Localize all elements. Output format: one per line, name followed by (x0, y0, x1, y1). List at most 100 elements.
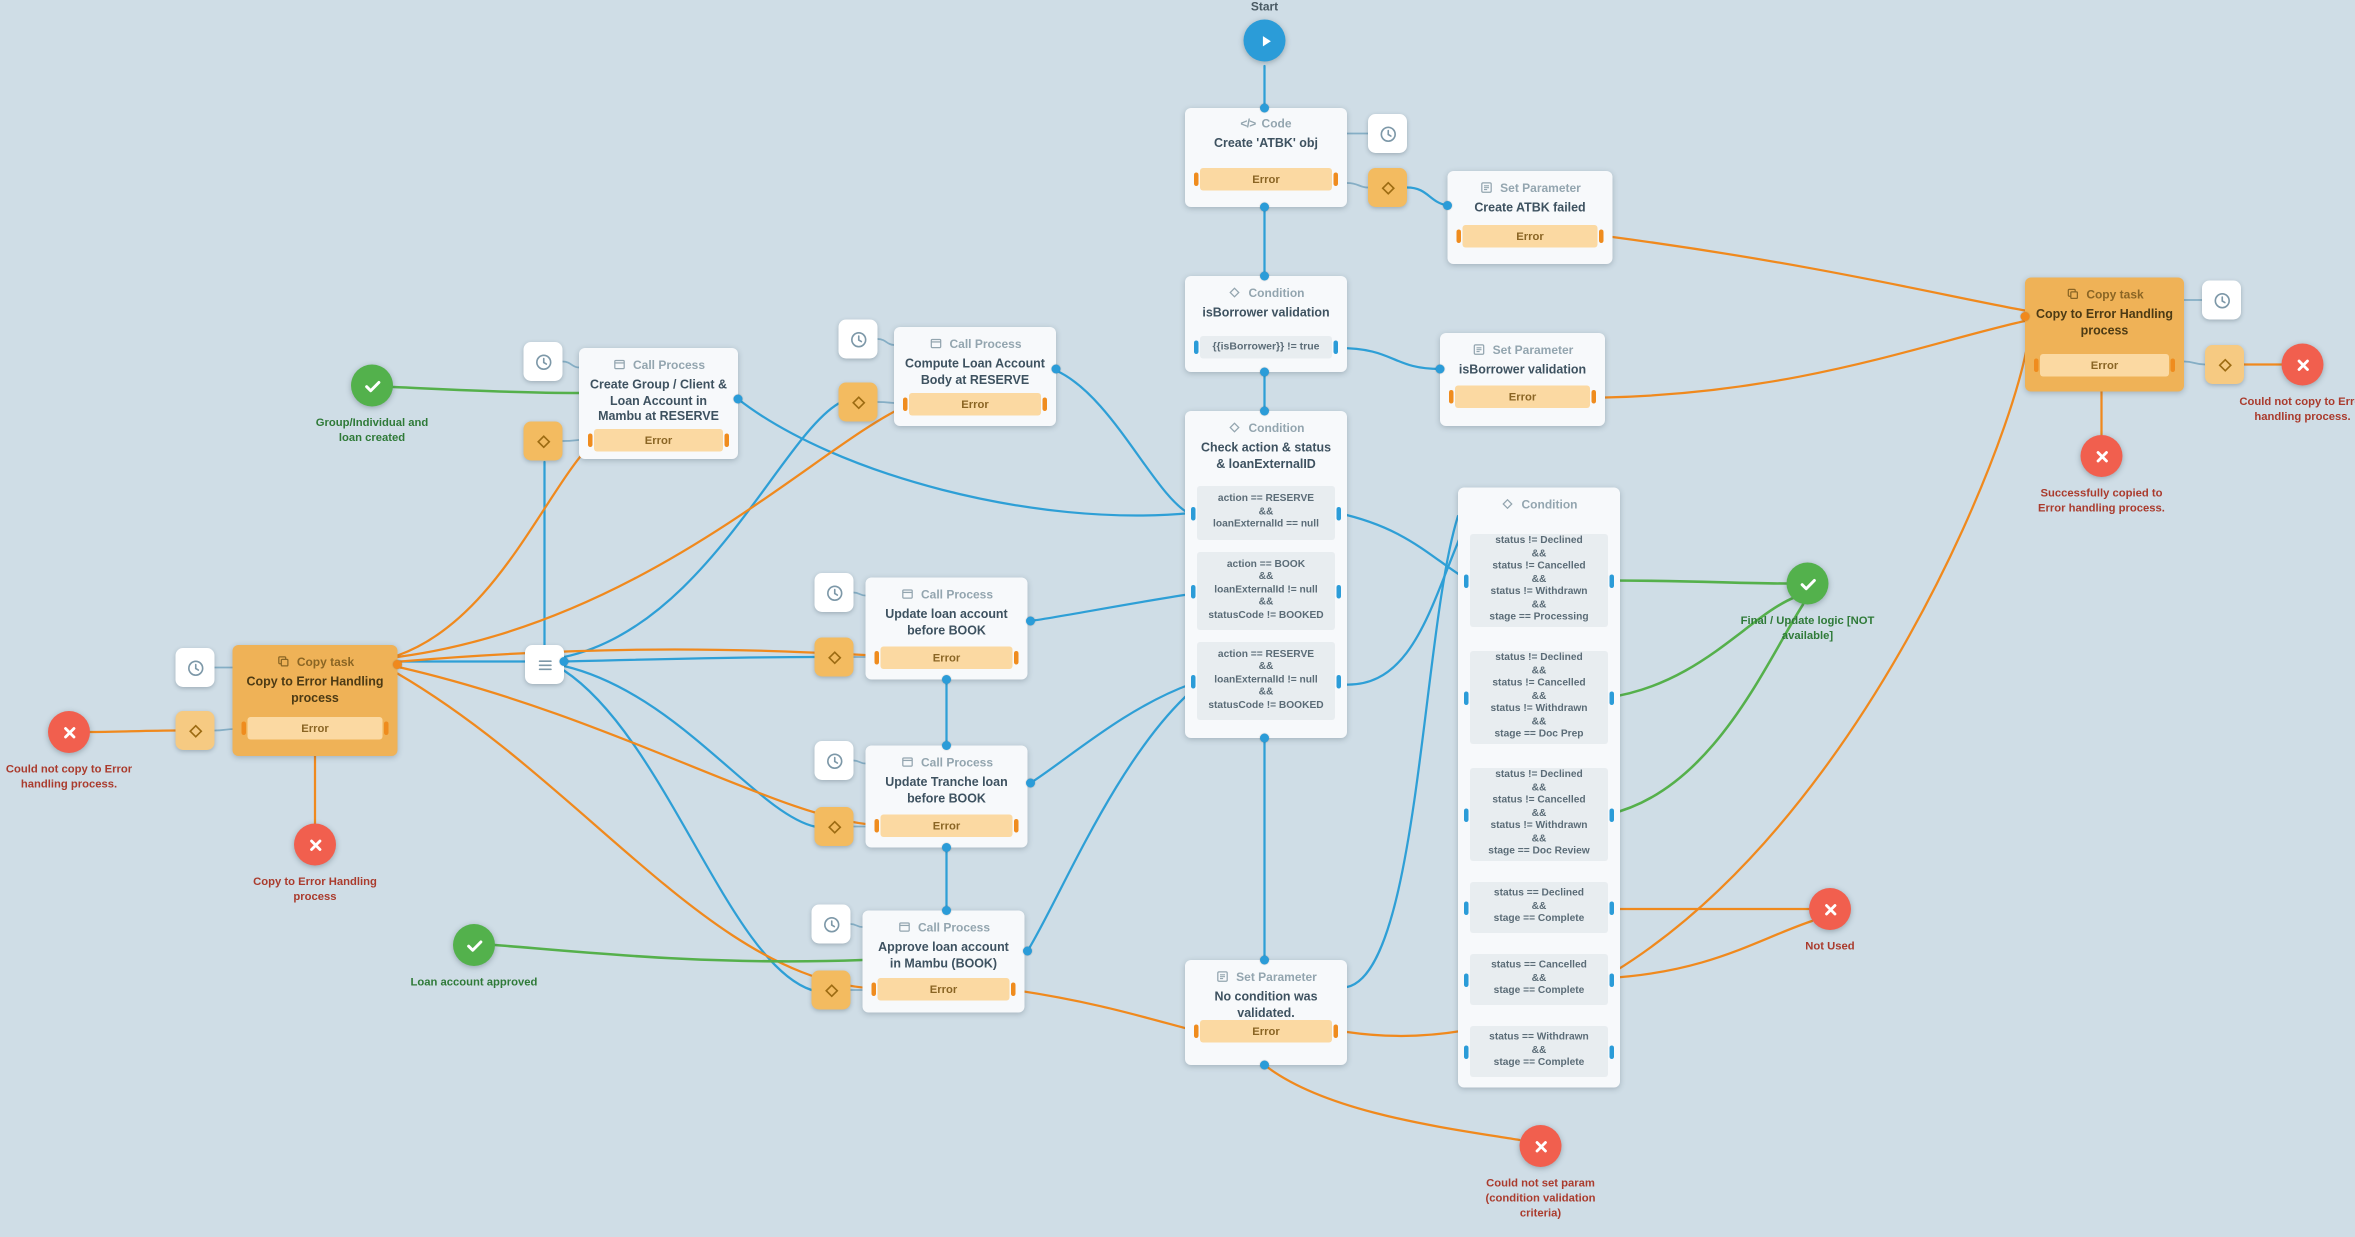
error-handler-node[interactable] (175, 711, 215, 750)
port[interactable] (1260, 955, 1269, 965)
port[interactable] (1260, 271, 1269, 281)
set-parameter-icon (1473, 344, 1485, 355)
error-handler-node[interactable] (811, 970, 851, 1010)
failure-icon[interactable] (2281, 343, 2324, 386)
condition-rule[interactable]: action == BOOK && loanExternalId != null… (1191, 552, 1341, 630)
condition-rule[interactable]: status == Declined && stage == Complete (1464, 882, 1614, 933)
condition-rule[interactable]: action == RESERVE && loanExternalId != n… (1191, 642, 1341, 720)
port[interactable] (1260, 406, 1269, 416)
condition-rule[interactable]: status != Declined && status != Cancelle… (1464, 651, 1614, 744)
timeout-node[interactable] (2202, 280, 2241, 320)
error-branch[interactable]: Error (588, 429, 729, 452)
timeout-node[interactable] (1368, 114, 1407, 153)
timeout-node[interactable] (523, 342, 563, 381)
node-copy-task-left[interactable]: Copy task Copy to Error Handling process… (232, 645, 398, 756)
terminal-label: Not Used (1805, 939, 1855, 953)
error-branch[interactable]: Error (903, 393, 1047, 416)
port[interactable] (942, 675, 951, 684)
error-handler-node[interactable] (1368, 168, 1407, 207)
success-icon[interactable] (351, 364, 393, 407)
error-handler-node[interactable] (523, 421, 563, 461)
port[interactable] (1260, 103, 1269, 113)
error-branch[interactable]: Error (1194, 168, 1338, 191)
node-call-update-tranche[interactable]: Call Process Update Tranche loan before … (865, 745, 1028, 848)
node-set-parameter-no-condition[interactable]: Set Parameter No condition was validated… (1185, 960, 1347, 1065)
failure-icon[interactable] (2080, 435, 2123, 477)
condition-rule[interactable]: action == RESERVE && loanExternalId == n… (1191, 486, 1341, 540)
port[interactable] (1260, 202, 1269, 212)
port[interactable] (1026, 616, 1035, 626)
error-branch[interactable]: Error (874, 646, 1019, 669)
error-handler-node[interactable] (814, 637, 854, 677)
node-call-create-group[interactable]: Call Process Create Group / Client & Loa… (579, 348, 738, 459)
node-call-compute-body[interactable]: Call Process Compute Loan Account Body a… (894, 327, 1056, 426)
port[interactable] (942, 843, 951, 852)
diamond-icon (827, 820, 841, 833)
failure-icon[interactable] (1519, 1125, 1562, 1167)
error-branch[interactable]: Error (874, 814, 1019, 837)
router-node[interactable] (525, 645, 564, 684)
error-branch[interactable]: Error (2034, 354, 2175, 377)
port[interactable] (1443, 201, 1452, 210)
condition-rule[interactable]: status != Declined && status != Cancelle… (1464, 768, 1614, 861)
condition-rule[interactable]: {{isBorrower}} != true (1194, 336, 1338, 359)
port[interactable] (1051, 364, 1061, 374)
success-icon[interactable] (1786, 562, 1829, 605)
failure-icon[interactable] (48, 711, 90, 753)
timeout-node[interactable] (814, 741, 854, 780)
port[interactable] (1260, 367, 1269, 377)
node-condition-check-action[interactable]: Condition Check action & status & loanEx… (1185, 411, 1347, 738)
node-call-update-loan[interactable]: Call Process Update loan account before … (865, 577, 1028, 680)
error-handler-node[interactable] (838, 382, 878, 422)
node-set-parameter-atbk-failed[interactable]: Set Parameter Create ATBK failed Error (1447, 171, 1613, 264)
error-handler-node[interactable] (2205, 345, 2244, 384)
port[interactable] (2020, 312, 2030, 321)
error-branch[interactable]: Error (241, 717, 389, 740)
error-branch[interactable]: Error (1194, 1020, 1338, 1043)
port[interactable] (1260, 733, 1269, 743)
timeout-node[interactable] (175, 648, 215, 687)
node-condition-isborrower[interactable]: Condition isBorrower validation {{isBorr… (1185, 276, 1347, 372)
node-set-parameter-isborrower[interactable]: Set Parameter isBorrower validation Erro… (1440, 333, 1605, 426)
node-header: Set Parameter (1448, 171, 1613, 195)
port[interactable] (559, 657, 569, 666)
condition-rule[interactable]: status == Cancelled && stage == Complete (1464, 954, 1614, 1005)
node-type-label: Condition (1521, 497, 1578, 511)
port[interactable] (733, 394, 743, 404)
clock-icon (826, 752, 842, 769)
error-handler-node[interactable] (814, 807, 854, 846)
port[interactable] (1023, 946, 1032, 956)
condition-rule[interactable]: status != Declined && status != Cancelle… (1464, 534, 1614, 627)
port[interactable] (393, 660, 402, 669)
node-code[interactable]: </>Code Create 'ATBK' obj Error (1185, 108, 1347, 207)
timeout-node[interactable] (814, 573, 854, 612)
port[interactable] (1435, 364, 1445, 374)
node-copy-task-right[interactable]: Copy task Copy to Error Handling process… (2025, 277, 2184, 392)
success-icon[interactable] (453, 924, 495, 966)
node-call-approve-loan[interactable]: Call Process Approve loan account in Mam… (862, 910, 1025, 1013)
timeout-node[interactable] (838, 319, 878, 359)
set-parameter-icon (1217, 971, 1228, 982)
diamond-icon (824, 983, 838, 997)
call-process-icon (902, 589, 913, 599)
timeout-node[interactable] (811, 904, 851, 944)
call-process-icon (899, 922, 910, 932)
clock-icon (2213, 292, 2230, 308)
start-node[interactable]: Start (1196, 0, 1334, 62)
port[interactable] (942, 741, 951, 750)
start-circle[interactable] (1243, 19, 1286, 62)
node-condition-status[interactable]: Condition status != Declined && status !… (1458, 487, 1620, 1088)
error-branch[interactable]: Error (1456, 225, 1604, 248)
port[interactable] (1026, 778, 1035, 788)
failure-icon[interactable] (1809, 888, 1851, 930)
condition-rule[interactable]: status == Withdrawn && stage == Complete (1464, 1026, 1614, 1077)
port[interactable] (1260, 1060, 1269, 1070)
terminal-could-not-set-param: Could not set param (condition validatio… (1472, 1125, 1610, 1220)
error-branch[interactable]: Error (1449, 385, 1596, 408)
failure-icon[interactable] (294, 823, 336, 866)
diamond-icon (827, 650, 841, 664)
port[interactable] (942, 906, 951, 915)
error-branch[interactable]: Error (871, 978, 1016, 1001)
